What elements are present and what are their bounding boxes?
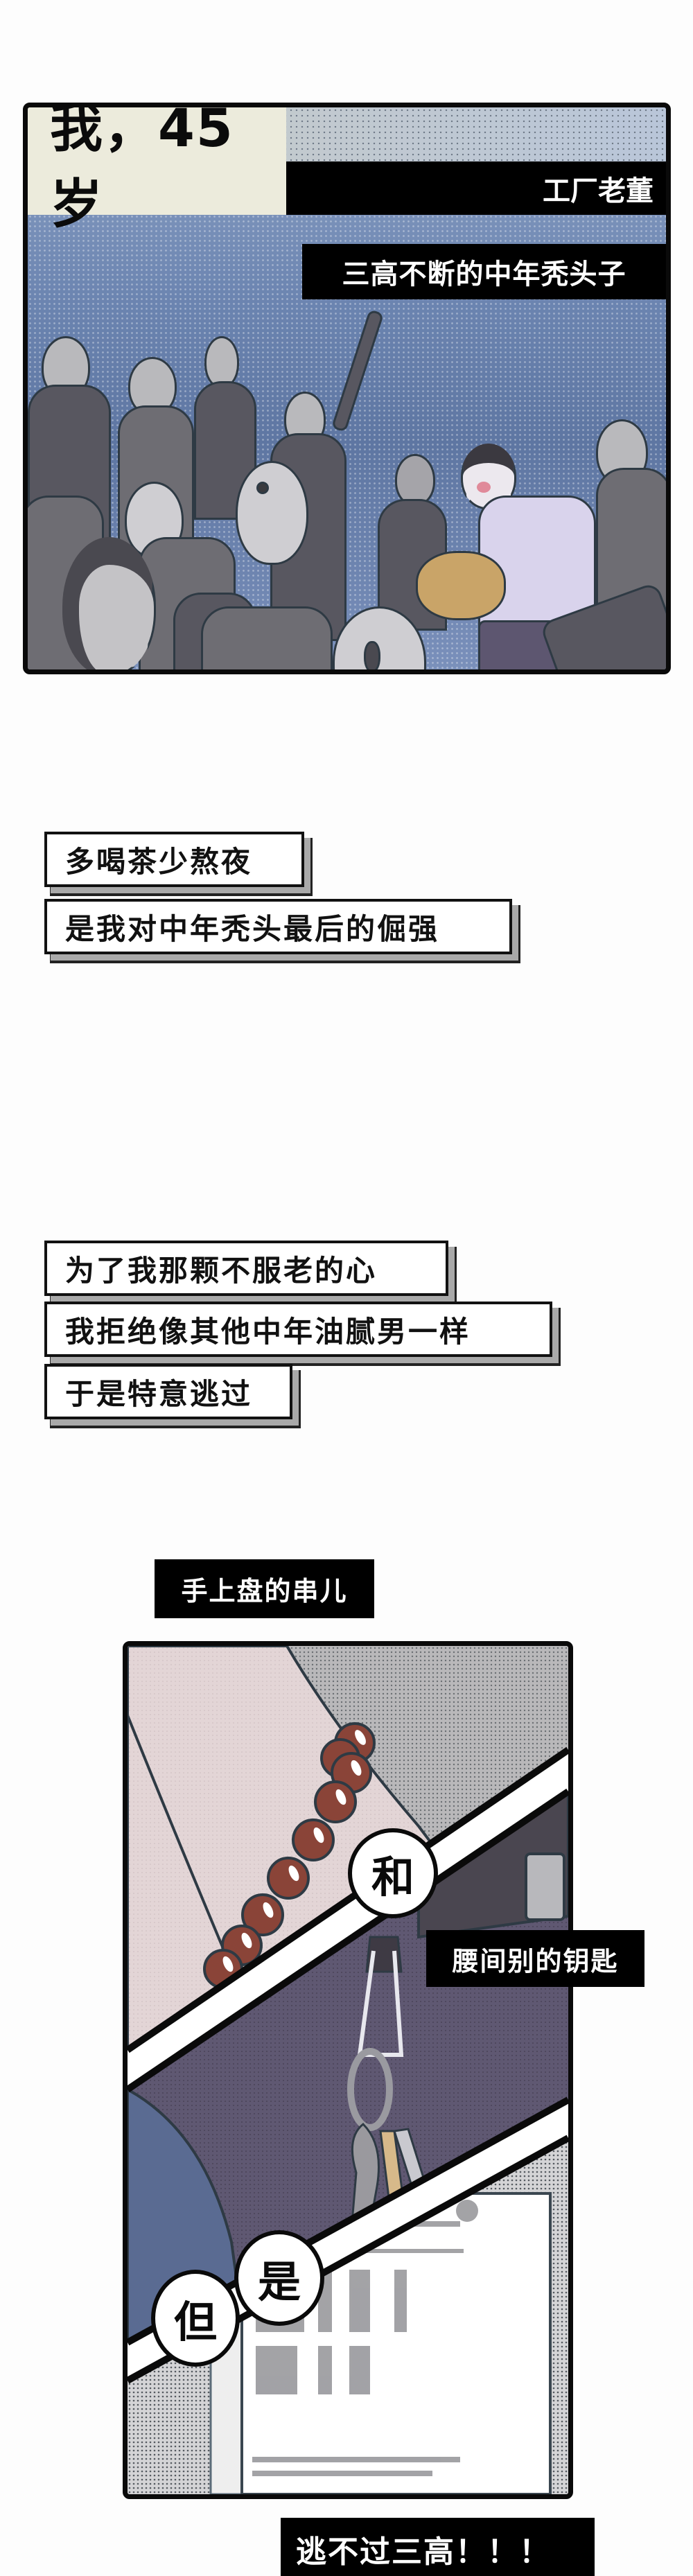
label-keys: 腰间别的钥匙 — [426, 1930, 644, 1987]
comic-panel-details — [123, 1641, 573, 2499]
description-label: 三高不断的中年秃头子 — [302, 244, 666, 299]
bubble-but-2: 是 — [234, 2230, 324, 2326]
woman-foreground — [62, 537, 156, 669]
comic-panel-intro: 我，45岁 工厂老董 三高不断的中年秃头子 — [23, 103, 671, 674]
caption-escape: 于是特意逃过 — [44, 1364, 292, 1419]
label-beads: 手上盘的串儿 — [155, 1559, 374, 1618]
caption-stubborn: 是我对中年秃头最后的倔强 — [44, 899, 512, 954]
bubble-and: 和 — [348, 1828, 438, 1918]
label-conclusion: 逃不过三高！！！ — [281, 2518, 595, 2576]
panel-illustration — [128, 1646, 568, 2494]
caption-tea: 多喝茶少熬夜 — [44, 832, 304, 887]
role-label: 工厂老董 — [286, 161, 666, 215]
page-title: 我，45岁 — [28, 107, 286, 235]
bubble-but-1: 但 — [151, 2270, 240, 2367]
caption-heart: 为了我那颗不服老的心 — [44, 1241, 448, 1296]
caption-refuse: 我拒绝像其他中年油腻男一样 — [44, 1302, 552, 1357]
